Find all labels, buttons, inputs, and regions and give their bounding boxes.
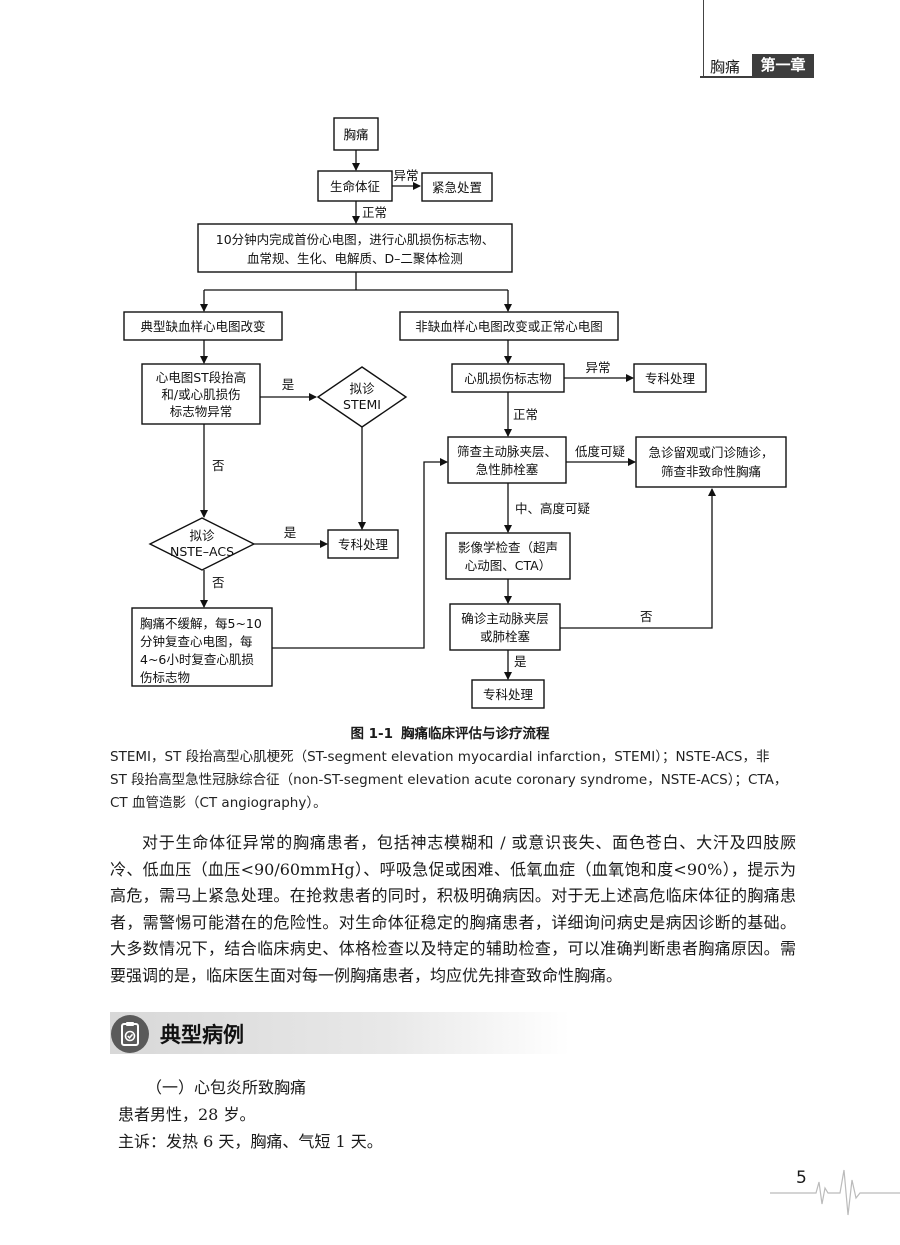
txt-low-susp: 低度可疑 bbox=[575, 444, 626, 459]
txt-mid-high: 中、高度可疑 bbox=[515, 501, 591, 516]
txt-emergency: 紧急处置 bbox=[432, 180, 482, 195]
txt-abnormal-2: 异常 bbox=[585, 360, 610, 375]
box-emergency bbox=[421, 172, 493, 202]
txt-chest-pain: 胸痛 bbox=[343, 127, 368, 142]
box-specialist-3 bbox=[471, 679, 545, 709]
txt-followup-2: 筛查非致命性胸痛 bbox=[661, 464, 761, 479]
txt-persist-3: 4~6小时复查心肌损 bbox=[140, 652, 254, 667]
box-non-ischemic bbox=[399, 311, 619, 341]
figure-caption: 图 1-1 胸痛临床评估与诊疗流程 bbox=[0, 722, 900, 742]
txt-no-1: 否 bbox=[212, 458, 225, 473]
figure-note: STEMI，ST 段抬高型心肌梗死（ST-segment elevation m… bbox=[110, 749, 788, 811]
txt-persist-4: 伤标志物 bbox=[140, 670, 190, 685]
txt-nste-1: 拟诊 bbox=[189, 528, 215, 543]
figure-title: 胸痛临床评估与诊疗流程 bbox=[401, 726, 550, 742]
txt-no-3: 否 bbox=[640, 609, 653, 624]
txt-typical-ischemic: 典型缺血样心电图改变 bbox=[140, 319, 265, 334]
figure-number: 图 1-1 bbox=[350, 726, 394, 742]
box-specialist-1 bbox=[633, 363, 707, 393]
txt-normal-1: 正常 bbox=[362, 205, 387, 220]
txt-stemi-1: 拟诊 bbox=[349, 381, 375, 396]
txt-specialist-1: 专科处理 bbox=[645, 371, 696, 386]
txt-non-ischemic: 非缺血样心电图改变或正常心电图 bbox=[415, 319, 603, 334]
txt-followup-1: 急诊留观或门诊随诊， bbox=[648, 445, 773, 460]
section-title: 典型病例 bbox=[160, 1023, 244, 1047]
txt-st-elev-3: 标志物异常 bbox=[170, 404, 233, 419]
txt-screen-1: 筛查主动脉夹层、 bbox=[457, 444, 557, 459]
txt-abnormal-1: 异常 bbox=[393, 168, 418, 183]
txt-persist-2: 分钟复查心电图，每 bbox=[140, 634, 253, 649]
running-header-section: 胸痛 bbox=[710, 58, 741, 76]
box-confirm bbox=[449, 603, 561, 651]
box-initial-tests bbox=[197, 223, 513, 273]
txt-no-2: 否 bbox=[212, 575, 225, 590]
txt-initial-tests-1: 10分钟内完成首份心电图，进行心肌损伤标志物、 bbox=[216, 232, 494, 247]
box-st-elevation bbox=[141, 363, 261, 425]
txt-yes-2: 是 bbox=[284, 525, 297, 540]
txt-normal-2: 正常 bbox=[513, 407, 538, 422]
txt-confirm-1: 确诊主动脉夹层 bbox=[461, 611, 549, 626]
box-persistent-pain bbox=[131, 607, 273, 687]
txt-st-elev-1: 心电图ST段抬高 bbox=[156, 370, 247, 385]
txt-specialist-2: 专科处理 bbox=[338, 537, 389, 552]
txt-persist-1: 胸痛不缓解，每5~10 bbox=[140, 616, 262, 631]
case-subtitle: （一）心包炎所致胸痛 bbox=[146, 1078, 307, 1097]
clipboard-check-icon bbox=[111, 1015, 149, 1053]
case-chief-complaint: 主诉：发热 6 天，胸痛、气短 1 天。 bbox=[118, 1132, 383, 1151]
txt-confirm-2: 或肺栓塞 bbox=[480, 629, 531, 644]
txt-vital-signs: 生命体征 bbox=[330, 179, 381, 194]
diamond-nste bbox=[148, 517, 256, 571]
txt-screen-2: 急性肺栓塞 bbox=[476, 462, 539, 477]
header-rule bbox=[700, 76, 814, 78]
flowchart: 胸痛 生命体征 异常 紧急处置 正常 10分钟内完成首份心电图，进行心肌损伤标志… bbox=[123, 117, 787, 709]
txt-stemi-2: STEMI bbox=[343, 397, 381, 412]
page-number: 5 bbox=[796, 1168, 807, 1188]
txt-specialist-3: 专科处理 bbox=[483, 687, 534, 702]
box-followup bbox=[635, 436, 787, 488]
txt-initial-tests-2: 血常规、生化、电解质、D–二聚体检测 bbox=[247, 251, 463, 266]
box-specialist-2 bbox=[327, 529, 399, 559]
txt-imaging-1: 影像学检查（超声 bbox=[458, 540, 558, 555]
section-header-bar bbox=[110, 1012, 570, 1054]
txt-yes-3: 是 bbox=[514, 654, 527, 669]
txt-yes-1: 是 bbox=[282, 377, 295, 392]
header-divider bbox=[703, 0, 704, 78]
case-patient-info: 患者男性，28 岁。 bbox=[118, 1105, 256, 1124]
txt-nste-2: NSTE–ACS bbox=[170, 544, 234, 559]
box-screen-dissection bbox=[447, 436, 567, 484]
chapter-badge: 第一章 bbox=[752, 54, 814, 76]
box-typical-ischemic bbox=[123, 311, 283, 341]
ecg-decoration-icon bbox=[770, 1169, 900, 1216]
txt-myo-markers: 心肌损伤标志物 bbox=[464, 371, 552, 386]
txt-st-elev-2: 和/或心肌损伤 bbox=[161, 387, 240, 402]
txt-imaging-2: 心动图、CTA） bbox=[465, 558, 551, 573]
body-paragraph: 对于生命体征异常的胸痛患者，包括神志模糊和 / 或意识丧失、面色苍白、大汗及四肢… bbox=[110, 833, 796, 985]
